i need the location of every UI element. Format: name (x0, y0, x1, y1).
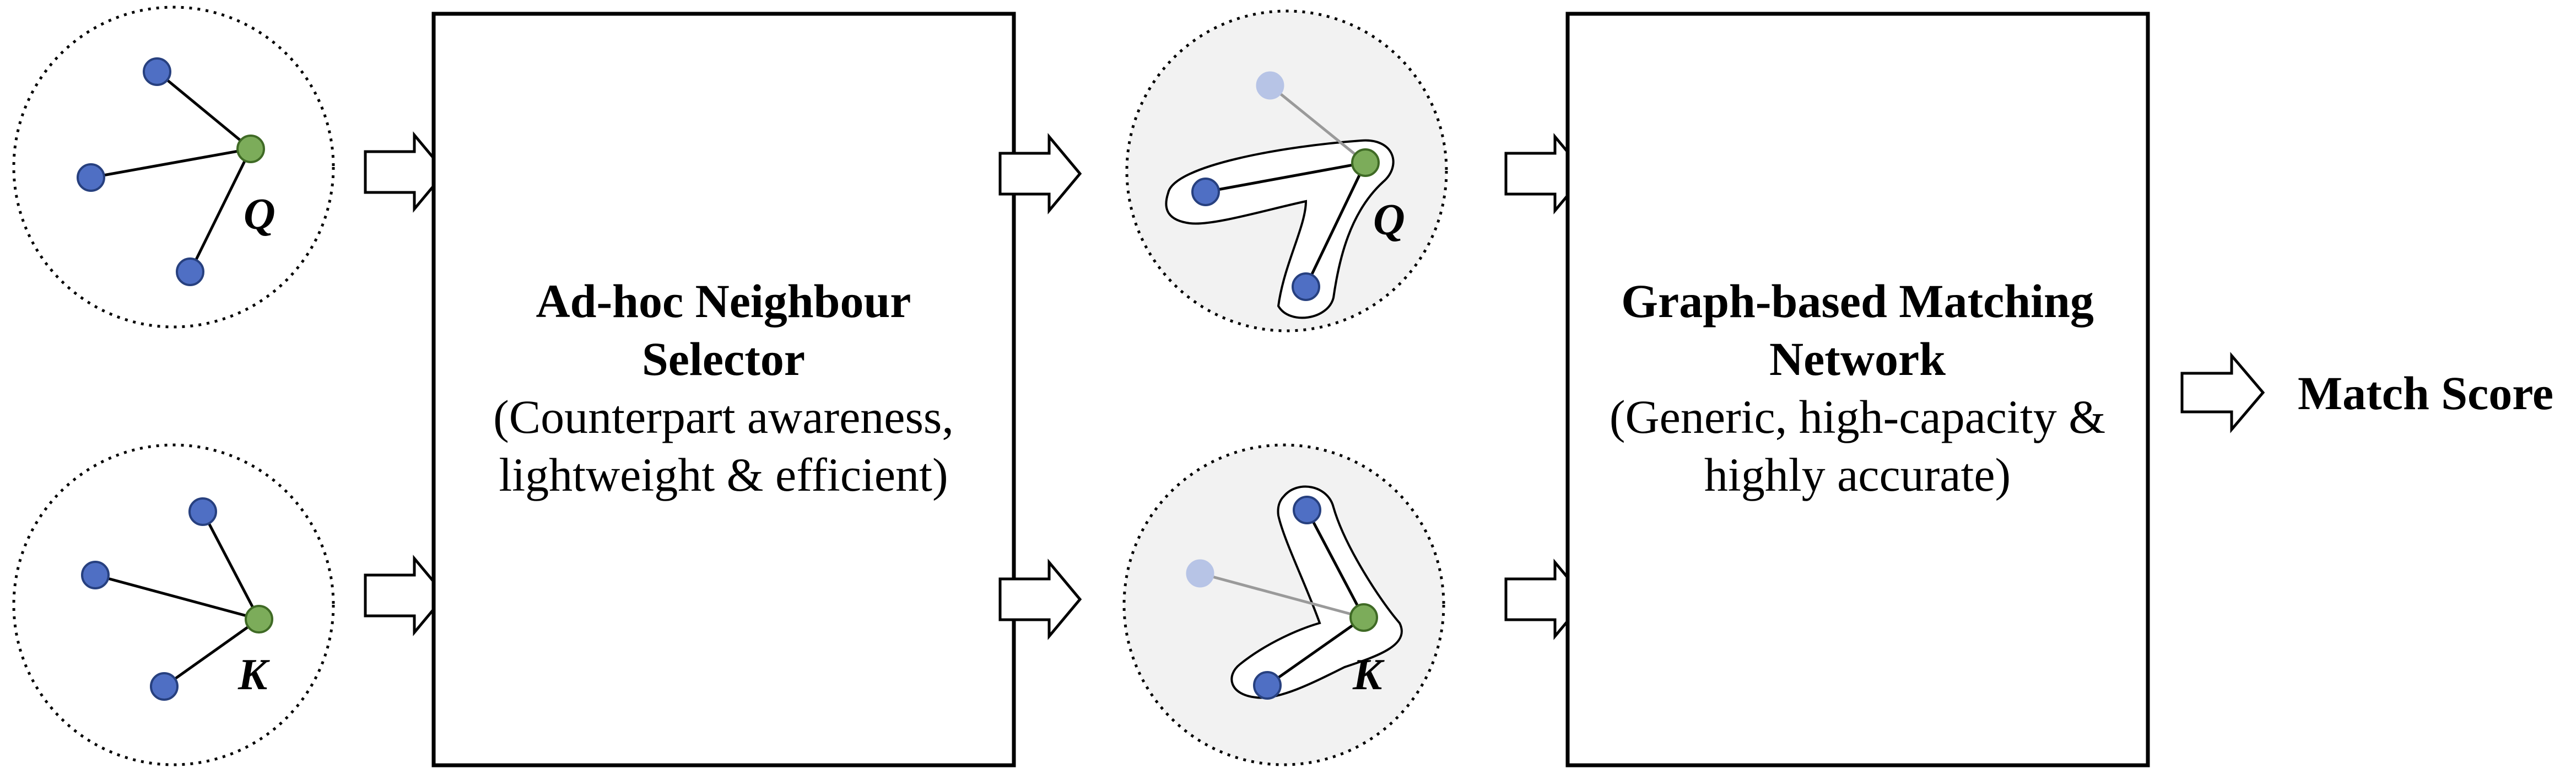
edge (201, 511, 261, 620)
faded-edge (1269, 84, 1367, 164)
query-label: Q (1373, 196, 1405, 244)
arrow-icon (998, 559, 1082, 640)
arrow-icon (364, 555, 447, 636)
center-node (1351, 148, 1380, 177)
neighbour-selector-sub-line1: (Counterpart awareness, (493, 390, 954, 443)
arrow-icon (998, 133, 1082, 214)
selected-node (1292, 272, 1320, 301)
key-label: K (1352, 651, 1385, 699)
neighbour-selector-title-line2: Selector (642, 332, 805, 385)
matching-network-sub-line2: highly accurate) (1704, 448, 2011, 501)
match-score-label: Match Score (2298, 367, 2553, 420)
neighbour-node (176, 257, 204, 286)
edge (188, 148, 252, 273)
edge (1305, 509, 1365, 619)
discarded-node (1256, 71, 1284, 100)
neighbour-selector-frame (431, 12, 1016, 767)
neighbour-node (81, 561, 110, 589)
selected-node (1293, 496, 1321, 524)
selected-node (1253, 671, 1282, 700)
arrow-icon (364, 131, 447, 213)
edge (163, 618, 260, 688)
neighbour-selector-box: Ad-hoc Neighbour Selector (Counterpart a… (431, 12, 1016, 767)
neighbour-node (150, 672, 179, 701)
matching-network-sub-line1: (Generic, high-capacity & (1610, 390, 2105, 443)
input-graph-query: Q (12, 6, 335, 329)
selected-node (1191, 178, 1220, 206)
center-node (236, 135, 265, 163)
neighbour-selector-title-line1: Ad-hoc Neighbour (536, 275, 911, 328)
matching-network-title-line2: Network (1769, 332, 1946, 385)
matching-network-title-line1: Graph-based Matching (1621, 275, 2094, 328)
neighbour-node (143, 57, 171, 86)
matching-network-box: Graph-based Matching Network (Generic, h… (1565, 12, 2150, 767)
input-graph-query-circle (12, 6, 335, 329)
selected-graph-key: K (1122, 443, 1445, 766)
neighbour-selector-sub-line2: lightweight & efficient) (499, 448, 948, 501)
selected-graph-key-circle (1122, 443, 1445, 766)
discarded-node (1186, 559, 1214, 588)
neighbour-node (77, 163, 105, 192)
edge (95, 573, 260, 621)
center-node (245, 605, 273, 634)
edge (156, 71, 252, 150)
edge (1266, 616, 1365, 687)
selected-graph-query: Q (1125, 9, 1448, 332)
input-graph-key: K (12, 443, 335, 766)
matching-network-frame (1565, 12, 2150, 767)
key-label: K (237, 651, 270, 699)
edge (90, 147, 251, 179)
faded-edge (1200, 572, 1364, 619)
query-label: Q (244, 190, 276, 239)
neighbour-node (188, 497, 217, 526)
center-node (1349, 603, 1378, 632)
edge (1205, 161, 1366, 194)
input-graph-key-circle (12, 443, 335, 766)
arrow-icon (2180, 352, 2265, 433)
edge (1304, 162, 1367, 288)
